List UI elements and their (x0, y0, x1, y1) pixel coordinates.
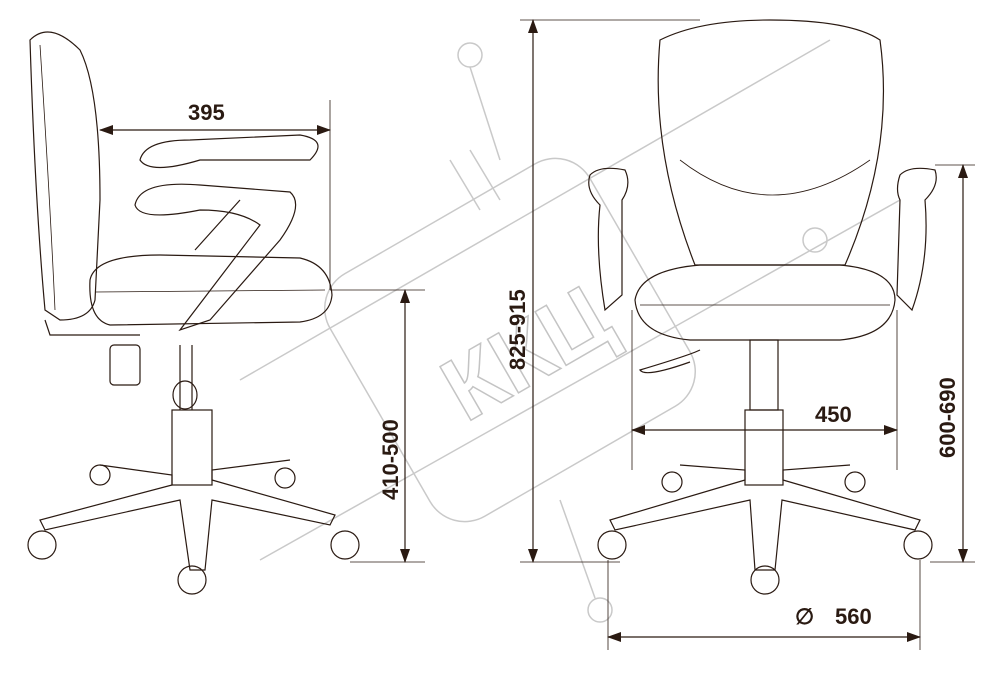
armrest-height-label: 600-690 (935, 377, 960, 458)
diameter-symbol: ∅ (795, 604, 814, 629)
dimension-lines (99, 19, 975, 650)
side-depth-label: 395 (188, 100, 225, 125)
chair-side-view (27, 31, 360, 595)
watermark: ККЦ (239, 39, 901, 623)
seat-width-label: 450 (815, 402, 852, 427)
base-diameter-label: 560 (835, 604, 872, 629)
total-height-label: 825-915 (505, 289, 530, 370)
seat-height-label: 410-500 (378, 419, 403, 500)
chair-front-view (588, 19, 937, 595)
